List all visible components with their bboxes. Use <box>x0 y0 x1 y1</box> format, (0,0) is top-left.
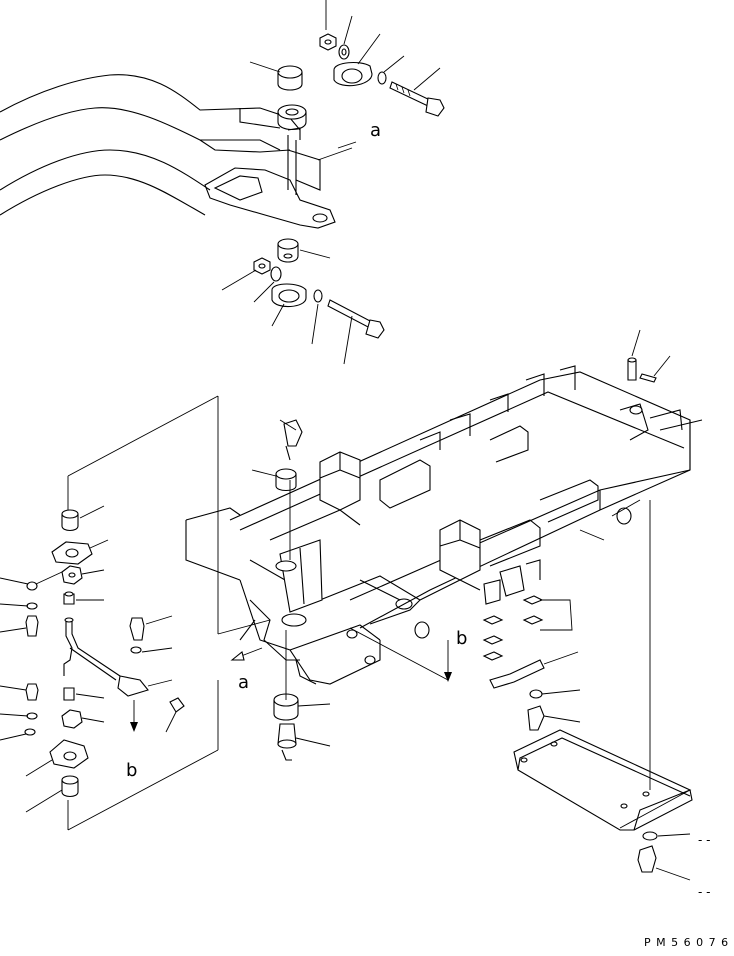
upper-pin-boss <box>277 65 307 131</box>
clamp-bolt <box>527 705 581 731</box>
detail-washer-1 <box>0 571 63 591</box>
upper-washer <box>338 44 350 60</box>
detail-tube-assy <box>63 617 149 697</box>
upper-washer-small <box>377 71 387 85</box>
upper-bolt <box>389 81 445 117</box>
detail-fitting-top <box>63 591 104 605</box>
detail-washer-4 <box>0 728 36 741</box>
lower-bolt <box>327 299 385 339</box>
detail-washer-right <box>130 646 173 654</box>
callout-a-lower: a <box>238 672 249 693</box>
clamp-band <box>489 651 579 689</box>
lower-nut <box>253 257 271 275</box>
boom-bracket <box>204 127 336 229</box>
detail-washer-2 <box>0 602 38 610</box>
callout-b-left-arrow <box>130 700 138 732</box>
clamp-washer <box>529 689 581 699</box>
detail-boss-bottom <box>25 775 79 813</box>
shim-stack <box>482 595 573 661</box>
callout-b-left: b <box>126 760 137 781</box>
dash-marker-bolt: - - <box>698 885 710 899</box>
frame-pin <box>627 329 703 431</box>
detail-fitting-mid <box>63 687 105 701</box>
detail-plate-bottom <box>25 739 89 777</box>
detail-bolt-1 <box>0 615 39 637</box>
chassis-frame <box>185 365 691 685</box>
detail-plate-top <box>51 539 109 565</box>
boom-arm <box>0 74 301 216</box>
detail-bolt-right <box>129 615 173 641</box>
callout-b-right: b <box>456 628 467 649</box>
lower-boss <box>277 238 299 263</box>
mid-bolt <box>279 419 303 461</box>
lower-washer <box>270 266 282 282</box>
drawing-number: P M 5 6 0 7 6 <box>644 936 729 949</box>
detail-nipple <box>165 697 185 733</box>
detail-nut-mid <box>61 709 105 729</box>
detail-nut-top <box>61 565 105 585</box>
lower-washer-small <box>313 289 323 303</box>
dash-marker-washer: - - <box>698 833 710 847</box>
pivot-boss <box>273 693 331 721</box>
lower-plate <box>271 283 307 308</box>
frame-leaders <box>579 499 641 541</box>
callout-b-right-arrow <box>349 627 452 682</box>
detail-washer-3 <box>0 712 38 720</box>
callout-a-upper: a <box>370 120 381 141</box>
upper-leaders <box>221 0 441 365</box>
detail-frame-lines <box>67 395 271 831</box>
cover-washer <box>642 831 691 841</box>
callout-a-arrow <box>230 647 263 661</box>
detail-boss-top <box>61 505 105 532</box>
grease-fitting <box>277 723 331 761</box>
upper-plate <box>333 61 373 87</box>
under-cover <box>513 500 693 831</box>
detail-bolt-2 <box>0 683 39 701</box>
detail-elbow <box>147 679 173 687</box>
mid-boss <box>251 468 297 492</box>
cover-bolt <box>637 845 691 881</box>
upper-nut <box>319 33 337 51</box>
